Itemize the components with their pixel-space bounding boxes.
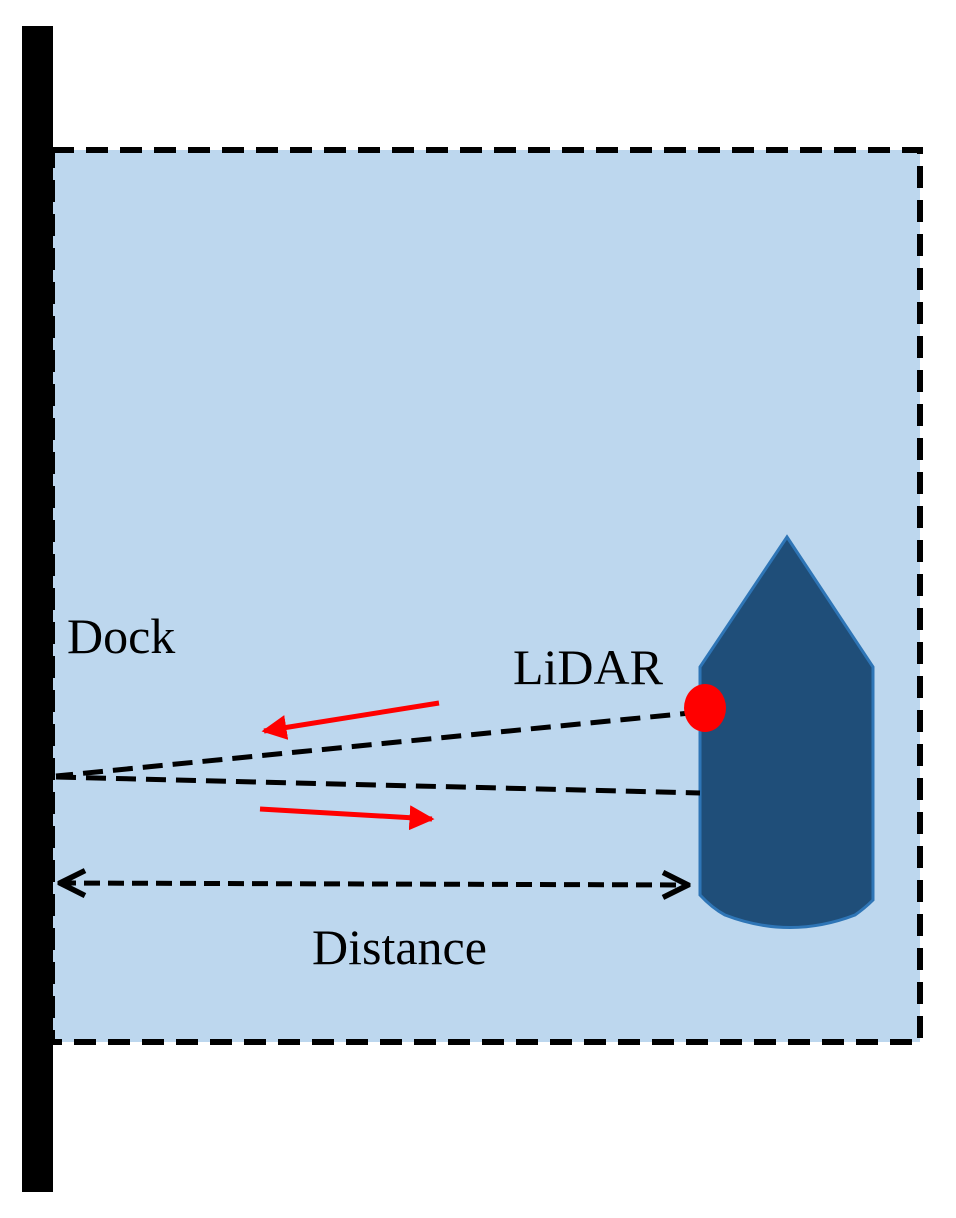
dock-wall [22,26,53,1192]
dock-label: Dock [67,608,175,664]
distance-label: Distance [312,919,487,975]
emitted-signal-arrow [261,700,440,740]
lidar-sensor [684,684,726,732]
reflected-signal-arrow [259,805,435,831]
distance-arrow [60,883,688,885]
lidar-beam-return [55,774,701,796]
boat-hull [698,534,875,929]
lidar-beam-outgoing [55,709,701,779]
lidar-label: LiDAR [513,639,664,695]
